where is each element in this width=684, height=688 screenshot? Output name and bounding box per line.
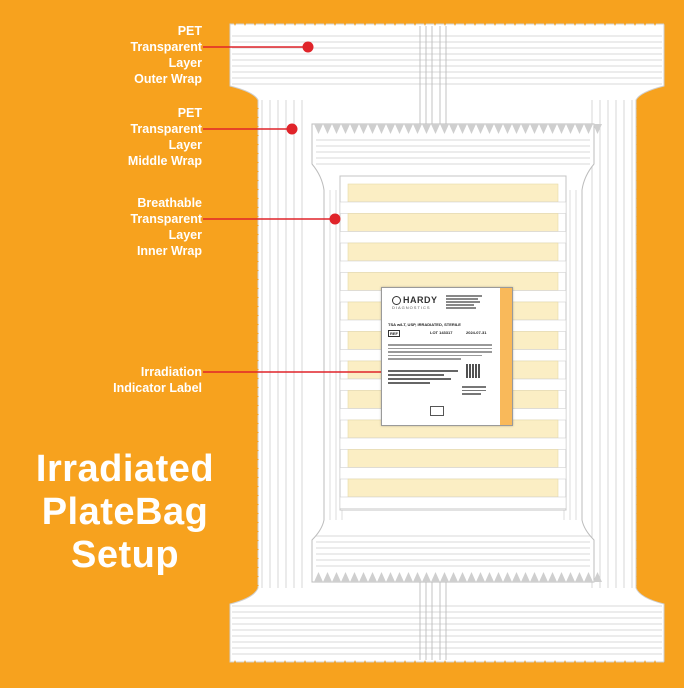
indicator-stripe — [500, 288, 512, 425]
brand-logo: HARDY DIAGNOSTICS — [392, 295, 438, 310]
title-line: Setup — [70, 534, 180, 576]
expiry-date: 2024-07-31 — [466, 330, 487, 335]
symbol-icon — [430, 406, 444, 416]
address-block-icon — [446, 294, 486, 310]
irradiation-indicator-label: HARDY DIAGNOSTICS TSA w/LT, USP, IRRADIA… — [381, 287, 513, 426]
brand-sub: DIAGNOSTICS — [392, 305, 431, 311]
description-text-icon — [388, 342, 492, 362]
brand-name: HARDY — [403, 295, 438, 305]
ref-box: REF — [388, 330, 400, 337]
callout-line: PET — [177, 24, 202, 38]
callout-line: Transparent — [130, 212, 202, 226]
callout-line: Breathable — [137, 196, 202, 210]
callout-line: Irradiation — [140, 365, 202, 379]
title-line: Irradiated — [35, 448, 215, 490]
barcode-text-icon — [462, 384, 486, 397]
details-text-icon — [388, 368, 458, 386]
callout-outer-wrap: PET Transparent Layer Outer Wrap — [110, 23, 202, 87]
callout-line: Transparent — [130, 122, 202, 136]
title-line: PlateBag — [41, 491, 209, 533]
callout-middle-wrap: PET Transparent Layer Middle Wrap — [110, 105, 202, 169]
logo-mark-icon — [392, 296, 401, 306]
callout-inner-wrap: Breathable Transparent Layer Inner Wrap — [110, 195, 202, 259]
callout-line: Layer — [168, 138, 202, 152]
callout-line: Outer Wrap — [134, 72, 202, 86]
lot-number: LOT 143317 — [430, 330, 453, 335]
callout-line: Inner Wrap — [136, 244, 202, 258]
callout-line: Transparent — [130, 40, 202, 54]
callout-line: Middle Wrap — [127, 154, 202, 168]
callout-line: Layer — [168, 228, 202, 242]
callout-line: Indicator Label — [113, 381, 202, 395]
callout-line: Layer — [168, 56, 202, 70]
diagram-title: Irradiated PlateBag Setup — [14, 448, 236, 577]
product-name: TSA w/LT, USP, IRRADIATED, STERILE — [388, 322, 461, 327]
callout-indicator-label: Irradiation Indicator Label — [90, 364, 202, 396]
qr-code-icon — [466, 364, 480, 378]
callout-line: PET — [177, 106, 202, 120]
